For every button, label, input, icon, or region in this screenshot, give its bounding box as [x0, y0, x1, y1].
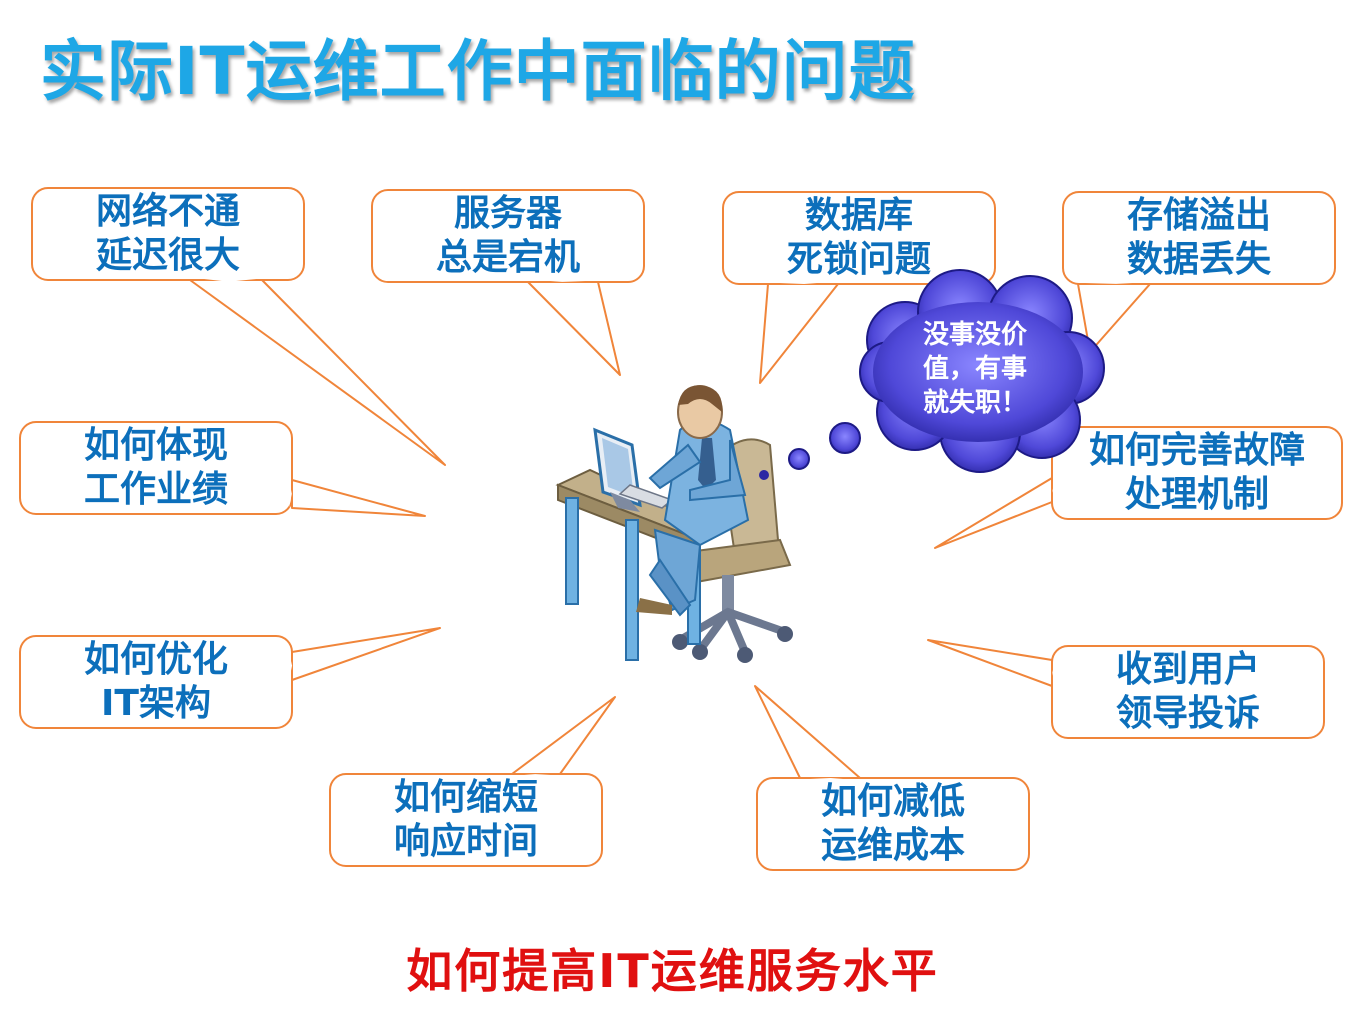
callout-joint	[526, 279, 596, 282]
callout-box	[722, 191, 996, 285]
callout-shape-cost	[754, 685, 1030, 871]
callout-line: 数据丢失	[1126, 239, 1271, 280]
callout-tail	[1077, 283, 1151, 353]
callout-tail	[511, 696, 616, 775]
callout-tail	[291, 479, 426, 517]
callout-network: 网络不通 延迟很大	[32, 188, 304, 280]
callout-box	[1051, 645, 1325, 739]
callout-shape-response	[329, 696, 616, 867]
callout-line: 延迟很大	[95, 235, 240, 276]
callout-line: 如何缩短	[393, 777, 538, 818]
page-title: 实际IT运维工作中面临的问题	[40, 33, 916, 110]
callout-tail	[291, 627, 441, 681]
callout-tail	[527, 281, 621, 376]
callout-box	[31, 187, 305, 281]
callout-line: 存储溢出	[1126, 195, 1271, 236]
callout-server: 服务器 总是宕机	[372, 190, 644, 282]
callout-line: 响应时间	[393, 821, 538, 862]
callout-tail	[927, 639, 1053, 687]
thought-line: 没事没价	[922, 320, 1027, 350]
callout-box	[19, 635, 293, 729]
callout-shape-server	[371, 189, 645, 376]
bottom-caption: 如何提高IT运维服务水平	[406, 944, 939, 998]
callout-tail	[759, 283, 839, 384]
callout-shape-architecture	[19, 627, 441, 729]
callout-shape-network	[31, 187, 446, 466]
thought-line: 就失职！	[922, 388, 1027, 418]
callout-box	[1062, 191, 1336, 285]
callout-joint	[1080, 281, 1153, 284]
callout-storage: 存储溢出 数据丢失	[1063, 192, 1335, 284]
callout-joint	[289, 479, 292, 508]
callout-complaint: 收到用户 领导投诉	[1052, 646, 1324, 738]
callout-line: 运维成本	[820, 825, 965, 866]
callout-joint	[1052, 477, 1055, 502]
callout-tail	[934, 477, 1053, 549]
callout-tail	[754, 685, 861, 779]
callout-line: 如何优化	[83, 639, 228, 680]
callout-box	[1051, 426, 1343, 520]
callout-shape-fault	[934, 426, 1343, 549]
callout-line: IT架构	[101, 683, 211, 724]
callout-shape-database	[722, 191, 996, 384]
callout-line: 工作业绩	[83, 469, 228, 510]
callout-performance: 如何体现 工作业绩	[20, 422, 292, 514]
callout-box	[756, 777, 1030, 871]
callout-joint	[188, 277, 260, 282]
callout-joint	[289, 652, 293, 681]
callout-box	[19, 421, 293, 515]
callout-box	[329, 773, 603, 867]
callout-response: 如何缩短 响应时间	[330, 774, 602, 866]
callout-architecture: 如何优化 IT架构	[20, 636, 292, 728]
callout-shape-complaint	[927, 639, 1325, 739]
thought-line: 值，有事	[922, 354, 1027, 384]
callout-line: 处理机制	[1124, 474, 1269, 515]
callout-line: 总是宕机	[435, 237, 580, 278]
callout-fault: 如何完善故障 处理机制	[1052, 427, 1342, 519]
callout-joint	[509, 774, 558, 777]
callout-joint	[1052, 660, 1055, 687]
callout-line: 领导投诉	[1115, 693, 1260, 734]
callout-line: 死锁问题	[786, 239, 931, 280]
callout-cost: 如何减低 运维成本	[757, 778, 1029, 870]
callout-line: 服务器	[453, 193, 562, 234]
callout-line: 收到用户	[1115, 649, 1260, 690]
callout-line: 网络不通	[95, 191, 240, 232]
callout-line: 如何减低	[820, 781, 965, 822]
callout-line: 如何完善故障	[1088, 430, 1305, 471]
thought-text: 没事没价 值，有事 就失职！	[880, 318, 1070, 420]
callout-shape-performance	[19, 421, 426, 517]
callout-database: 数据库 死锁问题	[723, 192, 995, 284]
callout-box	[371, 189, 645, 283]
callout-line: 如何体现	[83, 425, 228, 466]
callout-line: 数据库	[804, 195, 913, 236]
callout-joint	[770, 281, 840, 284]
callout-joint	[802, 778, 862, 781]
